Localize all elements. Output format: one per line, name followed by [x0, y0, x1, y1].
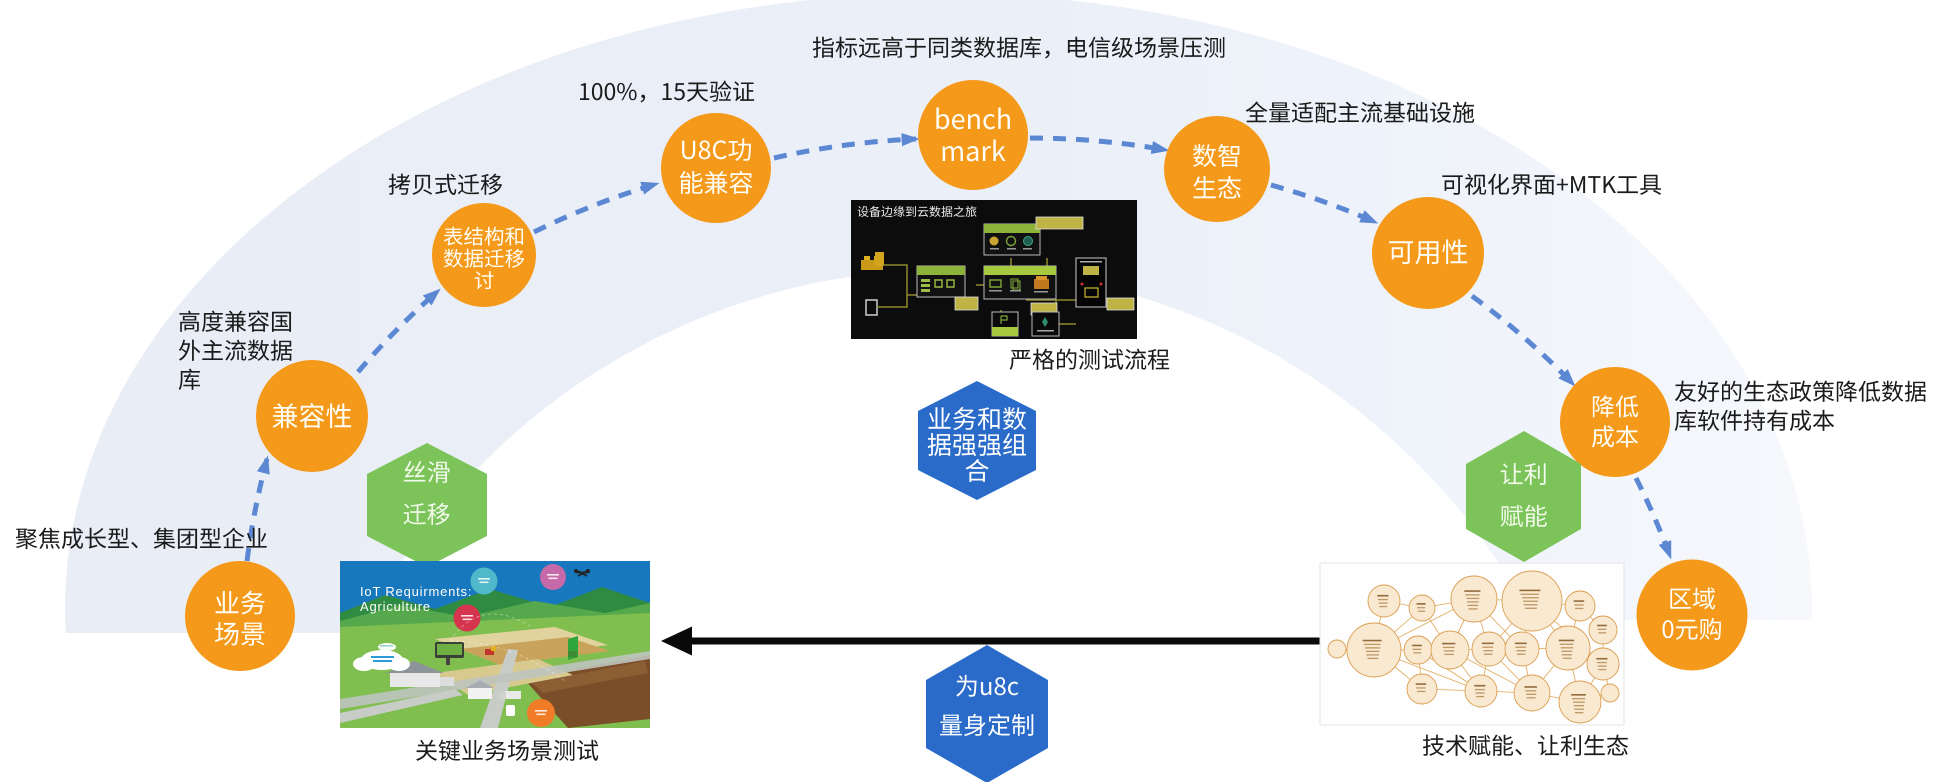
svg-text:Agriculture: Agriculture: [360, 599, 431, 614]
svg-text:IoT Requirments:: IoT Requirments:: [360, 584, 472, 599]
